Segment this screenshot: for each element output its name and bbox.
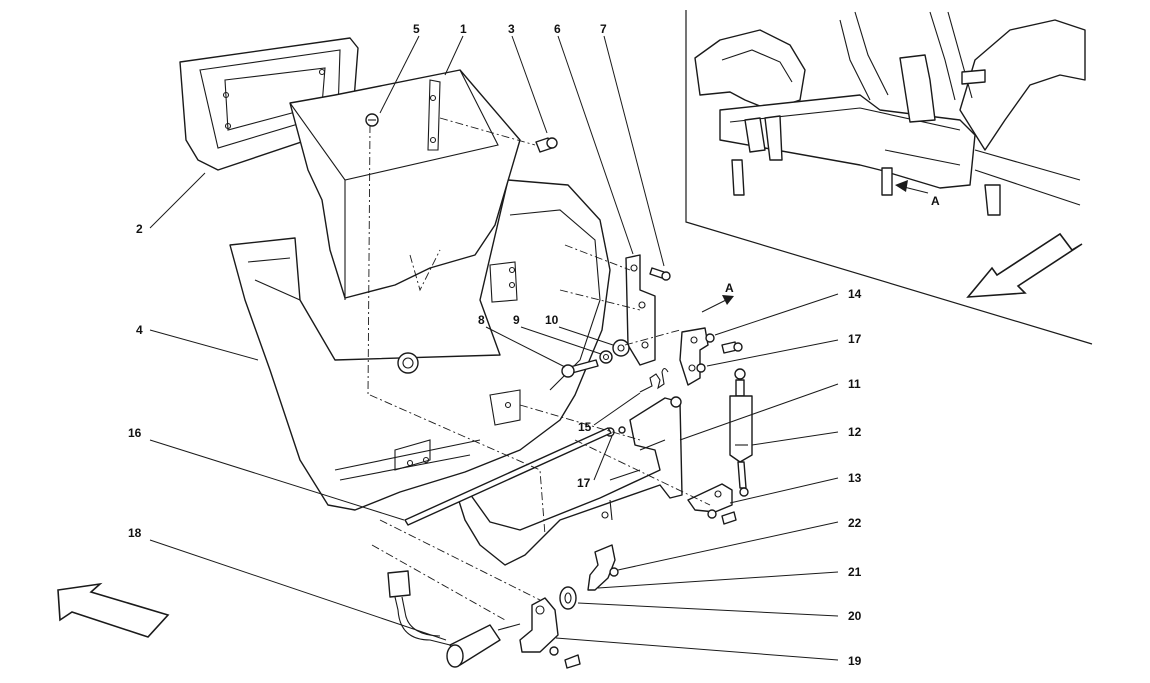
callout-2: 2 — [136, 222, 143, 236]
part-15-spring — [639, 367, 669, 393]
part-16-rod — [404, 427, 612, 526]
callout-14: 14 — [848, 287, 862, 301]
part-10-washer — [612, 339, 630, 357]
callout-21: 21 — [848, 565, 862, 579]
callout-5: 5 — [413, 22, 420, 36]
detail-view-arrowhead — [895, 180, 908, 192]
callout-7: 7 — [600, 22, 607, 36]
callout-3: 3 — [508, 22, 515, 36]
detail-view-inset: A — [685, 10, 1093, 345]
callout-4: 4 — [136, 323, 143, 337]
callout-20: 20 — [848, 609, 862, 623]
callout-9: 9 — [513, 313, 520, 327]
detail-bracket-3 — [744, 117, 766, 153]
part-18-actuator — [387, 570, 521, 668]
part-5-screw — [365, 113, 379, 127]
detail-bracket-7 — [881, 167, 893, 196]
part-9-washer — [599, 350, 613, 364]
part-13-screw — [721, 511, 737, 525]
callout-8: 8 — [478, 313, 485, 327]
view-a-arrowhead — [722, 295, 734, 305]
detail-roll-hoop-left — [694, 29, 806, 111]
part-7-screw — [649, 267, 671, 281]
callout-labels: 5 1 3 6 7 2 4 8 9 10 14 17 11 12 13 15 1… — [128, 22, 862, 668]
detail-bracket-2 — [961, 69, 986, 85]
callout-1: 1 — [460, 22, 467, 36]
callout-17-upper: 17 — [848, 332, 862, 346]
callout-16: 16 — [128, 426, 142, 440]
detail-bracket-5 — [731, 159, 745, 196]
detail-bracket-6 — [984, 184, 1001, 216]
callout-18: 18 — [128, 526, 142, 540]
detail-direction-arrow — [966, 232, 1083, 298]
part-22-nut — [609, 567, 619, 577]
part-11-support-frame — [457, 397, 683, 566]
part-19-screw — [564, 654, 581, 669]
leader-lines — [149, 35, 839, 661]
part-19-mount-bracket — [519, 597, 559, 653]
callout-17-lower: 17 — [577, 476, 591, 490]
part-20-washer — [559, 586, 577, 610]
detail-view-frame — [685, 10, 1093, 345]
detail-bracket-4 — [764, 115, 783, 161]
callout-10: 10 — [545, 313, 559, 327]
part-13-lower-bracket — [687, 483, 733, 513]
callout-11: 11 — [848, 377, 861, 391]
callout-15: 15 — [578, 420, 592, 434]
part-3-bolt — [535, 137, 558, 153]
part-8-bolt — [561, 359, 599, 378]
direction-arrow-bottom-left — [57, 582, 170, 638]
part-1-storage-bin — [289, 69, 521, 299]
callout-13: 13 — [848, 471, 862, 485]
part-12-gas-strut — [729, 368, 753, 497]
callout-6: 6 — [554, 22, 561, 36]
view-a-marker: A — [725, 281, 734, 295]
detail-view-marker: A — [931, 194, 940, 208]
callout-22: 22 — [848, 516, 862, 530]
detail-bracket-1 — [899, 54, 936, 123]
part-17-nut-upper — [696, 363, 706, 373]
detail-roll-hoop-right — [959, 19, 1086, 151]
callout-12: 12 — [848, 425, 862, 439]
part-22-bracket — [587, 544, 616, 591]
callout-19: 19 — [848, 654, 862, 668]
part-6-bracket — [625, 254, 656, 366]
